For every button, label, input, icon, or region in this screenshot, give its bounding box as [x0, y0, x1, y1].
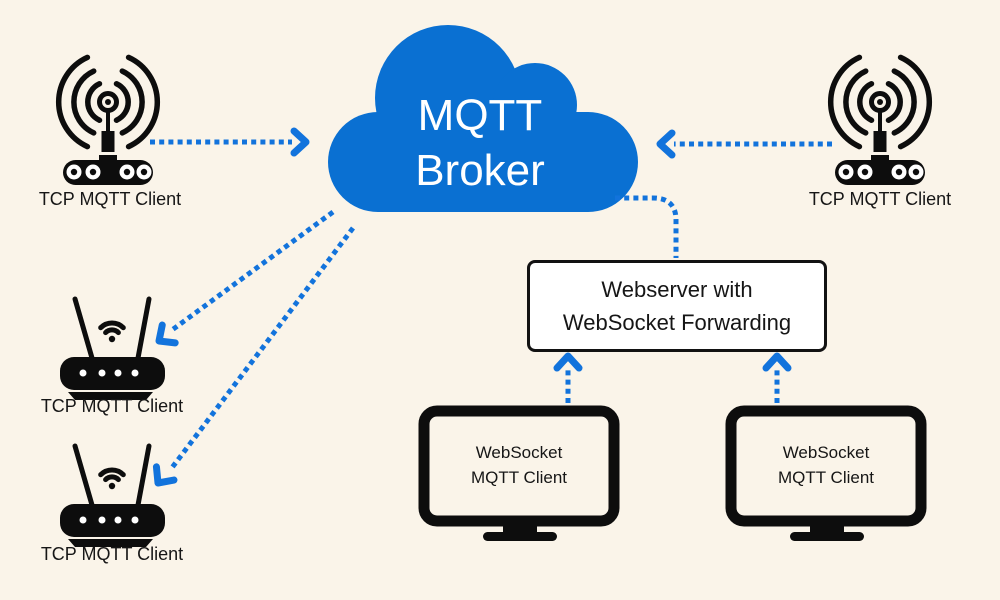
arrow-ws-right-to-webserver — [762, 352, 792, 403]
ws-client-right-label: WebSocket MQTT Client — [725, 440, 927, 490]
broker-title-line2: Broker — [415, 146, 545, 195]
cloud-icon — [328, 25, 638, 212]
webserver-label-line2: WebSocket Forwarding — [562, 310, 792, 335]
label-router-bottom: TCP MQTT Client — [40, 544, 184, 564]
arrow-radio-left-to-broker — [150, 127, 310, 157]
arrow-ws-left-to-webserver — [553, 352, 583, 403]
label-radio-right: TCP MQTT Client — [808, 189, 952, 209]
label-radio-left: TCP MQTT Client — [38, 189, 182, 209]
radio-antenna-icon — [827, 54, 933, 185]
radio-antenna-icon — [55, 54, 161, 185]
arrow-broker-to-router-top — [155, 209, 335, 347]
ws-client-left-line2: MQTT Client — [470, 468, 568, 487]
line-broker-to-webserver — [615, 195, 679, 258]
ws-client-left-line1: WebSocket — [475, 443, 563, 462]
wifi-router-icon — [60, 443, 165, 547]
ws-client-left-label: WebSocket MQTT Client — [418, 440, 620, 490]
desktop-monitor-icon — [725, 405, 927, 541]
label-router-top: TCP MQTT Client — [40, 396, 184, 416]
desktop-monitor-icon — [418, 405, 620, 541]
ws-client-right-line2: MQTT Client — [777, 468, 875, 487]
wifi-router-icon — [60, 296, 165, 400]
webserver-box: Webserver with WebSocket Forwarding — [527, 260, 827, 352]
webserver-label-line1: Webserver with — [601, 277, 753, 302]
arrow-broker-to-router-bottom — [152, 226, 355, 487]
arrow-radio-right-to-broker — [656, 129, 832, 159]
broker-title: MQTT Broker — [322, 88, 638, 198]
broker-title-line1: MQTT — [417, 91, 543, 140]
ws-client-right-line1: WebSocket — [782, 443, 870, 462]
